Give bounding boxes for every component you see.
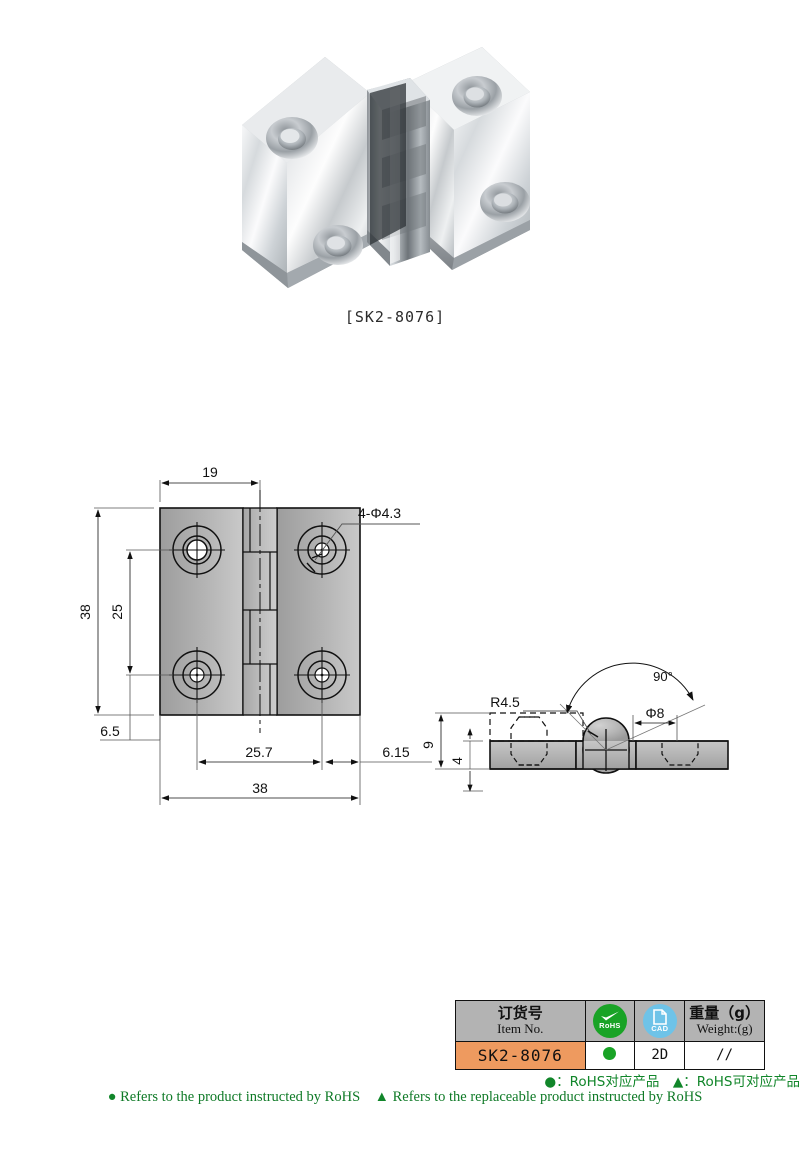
dim-label-25-7: 25.7 [245,744,272,760]
cell-item-no: SK2-8076 [455,1040,586,1071]
dim-phi8 [632,715,678,741]
screw-hole-top-right [452,76,502,116]
hole-bottom-right [294,647,350,703]
dim-edge-offset-right [325,715,432,770]
product-caption: [SK2-8076] [344,308,446,326]
dim-label-9: 9 [420,741,436,749]
table-row: SK2-8076 2D // [455,1040,765,1071]
cad-icon-label: CAD [651,1023,669,1033]
dim-label-25: 25 [109,604,125,620]
legend-circle-text: Refers to the product instructed by RoHS [120,1089,361,1105]
dim-hole-callout-leader [306,523,420,573]
header-item-no: 订货号 Item No. [455,1000,586,1042]
rohs-icon-label: RoHS [599,1021,621,1031]
ghost-open-leaf [489,712,584,742]
dim-label-6-15: 6.15 [382,744,409,760]
rohs-status-dot [603,1046,617,1060]
cad-icon: CAD [642,1003,677,1038]
cell-cad: 2D [634,1040,686,1071]
dim-label-19: 19 [202,464,218,480]
front-view-drawing: 19 4-Φ4.3 38 25 6.5 25.7 6.15 38 [60,450,460,850]
side-view-body [489,717,729,774]
dim-height-overall [94,507,154,716]
header-item-no-cn: 订货号 [497,1004,543,1023]
dim-hole-spacing-vertical [126,549,173,676]
hole-top-left [169,522,225,578]
dim-label-hole-callout: 4-Φ4.3 [358,505,401,521]
dim-label-6-5: 6.5 [100,723,120,739]
rohs-icon: RoHS [592,1003,627,1038]
cell-rohs [584,1040,636,1071]
hinge-left-leaf [242,57,370,288]
header-item-no-en: Item No. [497,1020,544,1036]
hole-bottom-left [169,647,225,703]
dim-thickness-4 [463,728,483,792]
screw-hole-bottom-right [480,182,530,222]
document-icon [652,1008,667,1025]
spec-table-header-row: 订货号 Item No. RoHS CAD 重量（g） Weight:(g) [455,1000,765,1042]
hinge-photo [242,47,530,288]
cell-weight: // [684,1040,765,1071]
legend-circle-symbol: ● [107,1089,117,1105]
dim-thickness-9 [435,712,490,770]
dim-hole-spacing-horizontal [196,699,323,770]
legend-triangle-symbol: ▲ [374,1089,389,1105]
side-view-drawing: R4.5 Φ8 90° 9 4 [415,655,795,825]
dim-label-38-height: 38 [77,604,93,620]
dim-label-phi8: Φ8 [646,705,665,721]
dim-label-R45: R4.5 [490,694,520,710]
screw-hole-top-left [266,117,318,159]
header-cad: CAD [634,1000,686,1042]
legend-chinese: ●：RoHS对应产品 ▲：RoHS可对应产品 [544,1074,800,1090]
dim-label-90deg: 90° [653,669,673,684]
header-weight: 重量（g） Weight:(g) [684,1000,765,1042]
dim-width-overall [159,715,361,805]
dim-angle-90 [559,662,706,751]
dim-label-4: 4 [449,757,465,765]
legend-triangle-text: Refers to the replaceable product instru… [392,1089,703,1105]
hinge-seam [370,83,406,245]
hidden-hole-profiles [510,743,699,766]
product-photo-block: [SK2-8076] [230,30,560,326]
screw-hole-bottom-left [313,225,363,265]
legend-english: ● Refers to the product instructed by Ro… [10,1089,800,1106]
dim-width-top [159,480,261,502]
spec-table: 订货号 Item No. RoHS CAD 重量（g） Weight:(g) [455,1000,765,1071]
header-weight-cn: 重量（g） [689,1004,760,1023]
dim-label-38-width: 38 [252,780,268,796]
check-mark-icon [600,1011,619,1021]
header-rohs: RoHS [584,1000,636,1042]
header-weight-en: Weight:(g) [696,1020,753,1036]
